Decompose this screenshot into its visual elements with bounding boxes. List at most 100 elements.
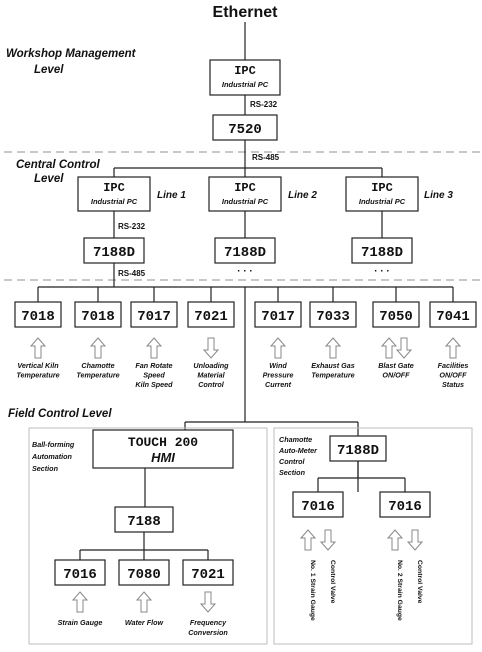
ball-module-2-code: 7080: [127, 567, 161, 583]
field-module-7-caption-1: Blast Gate: [378, 361, 414, 370]
chamotte-controller-code: 7188D: [337, 443, 379, 459]
line-3-ipc-title: IPC: [371, 181, 393, 195]
field-module-3-caption-3: Kiln Speed: [135, 380, 173, 389]
chamotte-module-2-up-arrow-icon: [386, 529, 404, 551]
line-2-ellipsis: · · ·: [237, 266, 253, 277]
field-module-1-caption-1: Vertical Kiln: [17, 361, 59, 370]
chamotte-module-1-code: 7016: [301, 499, 335, 515]
ball-module-1-box: [54, 559, 106, 586]
field-module-1-up-arrow-icon: [29, 337, 47, 359]
field-module-1-box: [14, 301, 62, 328]
field-module-8-caption-1: Facilities: [438, 361, 469, 370]
top-ipc-box: [209, 59, 281, 96]
field-module-6-caption-1: Exhaust Gas: [311, 361, 355, 370]
field-module-4-box: [187, 301, 235, 328]
management-level-label-2: Level: [34, 64, 64, 76]
field-module-5-caption-3: Current: [265, 380, 292, 389]
ball-section-title-3: Section: [32, 464, 59, 473]
line-2-ipc: IPC Industrial PC: [208, 176, 282, 212]
line-3-module-box: [351, 237, 413, 264]
field-module-8-up-arrow-icon: [444, 337, 462, 359]
line-3-ellipsis: · · ·: [374, 266, 390, 277]
field-module-8-code: 7041: [436, 309, 470, 325]
field-module-7-up-arrow-icon: [380, 337, 398, 359]
field-level-label: Field Control Level: [8, 408, 112, 420]
line-1-module-code: 7188D: [93, 245, 135, 261]
field-module-4-caption-2: Material: [197, 371, 225, 380]
ball-module-3-down-arrow-icon: [199, 591, 217, 613]
field-module-6-box: [309, 301, 357, 328]
chamotte-module-1-up-arrow-icon: [299, 529, 317, 551]
chamotte-module-1-caption-1: No. 1 Strain Gauge: [309, 560, 316, 621]
field-module-1-code: 7018: [21, 309, 55, 325]
field-module-8-caption-3: Status: [442, 380, 464, 389]
field-module-2-code: 7018: [81, 309, 115, 325]
chamotte-section-title-4: Section: [279, 468, 306, 477]
chamotte-module-2-box: [379, 491, 431, 518]
field-module-4-caption-3: Control: [198, 380, 225, 389]
field-module-5-caption-2: Pressure: [263, 371, 294, 380]
field-module-7-down-arrow-icon: [395, 337, 413, 359]
field-module-1-caption-2: Temperature: [16, 371, 59, 380]
field-module-5-code: 7017: [261, 309, 295, 325]
ball-controller-box: [114, 506, 174, 533]
ball-module-3-box: [182, 559, 234, 586]
chamotte-section-title-1: Chamotte: [279, 435, 312, 444]
field-module-2-caption-2: Temperature: [76, 371, 119, 380]
ball-module-3-code: 7021: [191, 567, 225, 583]
line-1-ipc-subtitle: Industrial PC: [91, 197, 138, 206]
chamotte-module-2-down-arrow-icon: [406, 529, 424, 551]
field-module-8-caption-2: ON/OFF: [439, 371, 467, 380]
line-1-ipc-title: IPC: [103, 181, 125, 195]
field-module-5-up-arrow-icon: [269, 337, 287, 359]
ball-module-1-caption-1: Strain Gauge: [58, 618, 103, 627]
line-3-ipc-subtitle: Industrial PC: [359, 197, 406, 206]
field-rs485-label: RS-485: [118, 269, 146, 278]
field-module-6-caption-2: Temperature: [311, 371, 354, 380]
line-3-module-code: 7188D: [361, 245, 403, 261]
field-module-4-caption-1: Unloading: [193, 361, 229, 370]
chamotte-section-title-2: Auto-Meter: [278, 446, 318, 455]
line-2-label: Line 2: [288, 190, 317, 201]
ball-module-1-up-arrow-icon: [71, 591, 89, 613]
field-module-2-box: [74, 301, 122, 328]
field-module-4-down-arrow-icon: [202, 337, 220, 359]
field-module-2-caption-1: Chamotte: [81, 361, 114, 370]
ball-module-2-up-arrow-icon: [135, 591, 153, 613]
central-level-label-1: Central Control: [16, 159, 101, 171]
line-3-label: Line 3: [424, 190, 453, 201]
field-module-7-code: 7050: [379, 309, 413, 325]
hmi-label: HMI: [151, 450, 175, 465]
field-module-8-box: [429, 301, 477, 328]
chamotte-module-1-caption-2: Control Valve: [329, 560, 336, 604]
ball-section-title-1: Ball-forming: [32, 440, 75, 449]
field-module-6-up-arrow-icon: [324, 337, 342, 359]
field-module-3-code: 7017: [137, 309, 171, 325]
ball-module-2-caption-1: Water Flow: [125, 618, 164, 627]
field-module-7-box: [372, 301, 420, 328]
line-2-module-code: 7188D: [224, 245, 266, 261]
field-module-3-caption-1: Fan Rotate: [135, 361, 172, 370]
central-level-label-2: Level: [34, 173, 64, 185]
line-1-label: Line 1: [157, 190, 186, 201]
ball-controller-code: 7188: [127, 514, 161, 530]
field-module-3-up-arrow-icon: [145, 337, 163, 359]
field-module-2-up-arrow-icon: [89, 337, 107, 359]
top-ipc-subtitle: Industrial PC: [222, 80, 269, 89]
chamotte-module-2-caption-2: Control Valve: [416, 560, 423, 604]
field-module-5-box: [254, 301, 302, 328]
field-module-6-code: 7033: [316, 309, 350, 325]
field-drops: [37, 287, 454, 302]
converter-code: 7520: [228, 122, 262, 138]
ball-module-3-caption-2: Conversion: [188, 628, 228, 637]
field-module-4-code: 7021: [194, 309, 228, 325]
chamotte-module-1-down-arrow-icon: [319, 529, 337, 551]
field-module-7-caption-2: ON/OFF: [382, 371, 410, 380]
central-rs485-label: RS-485: [252, 153, 280, 162]
chamotte-module-2-caption-1: No. 2 Strain Gauge: [396, 560, 403, 621]
